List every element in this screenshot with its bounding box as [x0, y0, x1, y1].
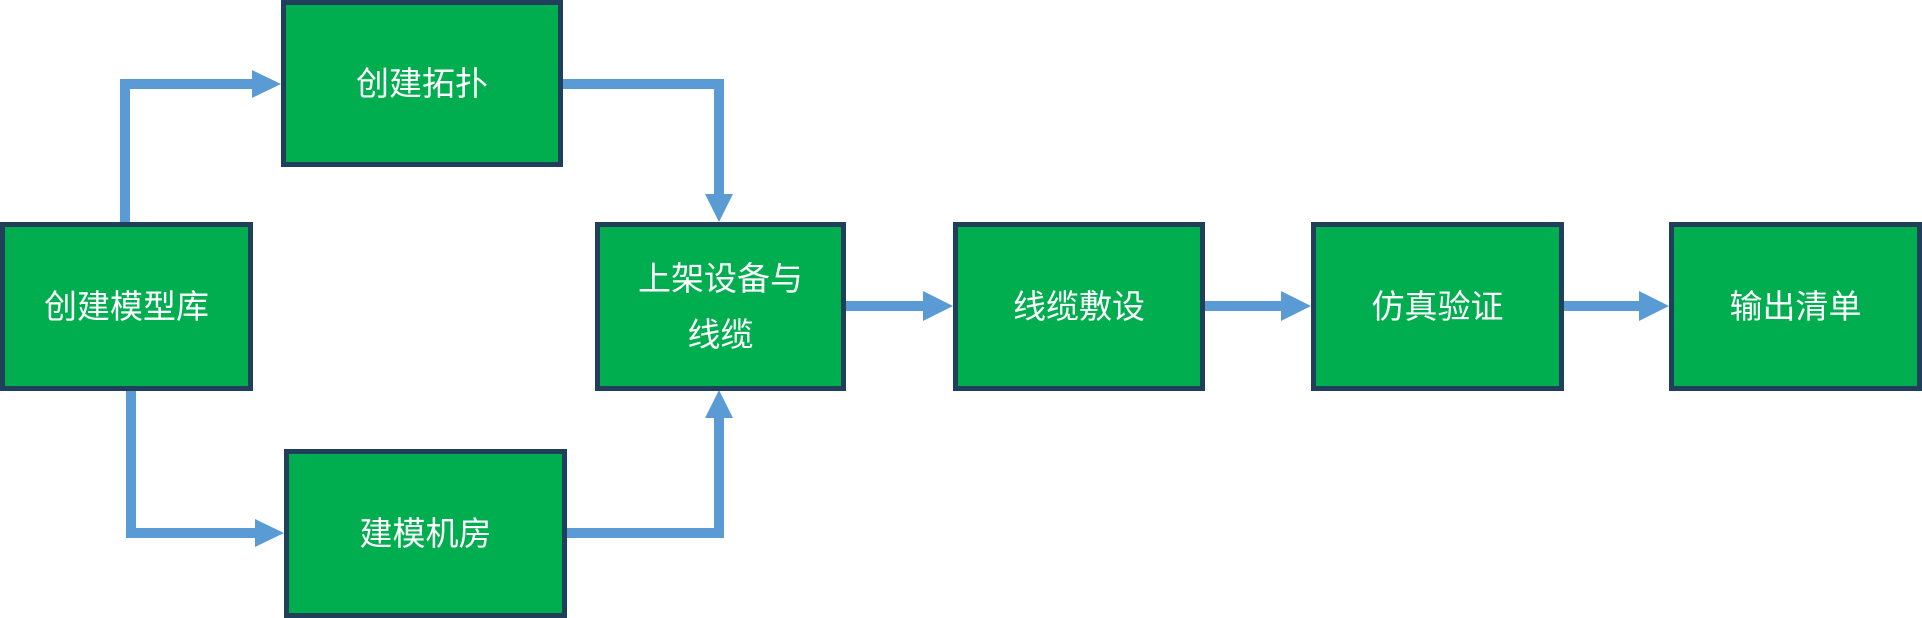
- node-label: 仿真验证: [1371, 286, 1504, 326]
- arrowhead-n5: [923, 291, 953, 321]
- node-model-machine-room[interactable]: 建模机房: [284, 449, 567, 618]
- edge-n3-n4: [566, 417, 724, 538]
- node-simulation-verification[interactable]: 仿真验证: [1311, 222, 1564, 391]
- node-create-model-library[interactable]: 创建模型库: [0, 222, 253, 391]
- edge-n2-n4: [562, 79, 724, 195]
- node-label: 创建拓扑: [356, 63, 488, 103]
- node-cable-routing[interactable]: 线缆敷设: [953, 222, 1205, 391]
- arrowhead-n4-bottom: [705, 390, 733, 418]
- node-rack-devices-and-cables[interactable]: 上架设备与线缆: [595, 222, 846, 391]
- arrowhead-n6: [1281, 291, 1311, 321]
- arrowhead-n2: [252, 70, 281, 98]
- arrowhead-n7: [1639, 291, 1669, 321]
- arrowhead-n3: [255, 519, 284, 547]
- node-label: 上架设备与线缆: [638, 258, 803, 354]
- node-label: 线缆敷设: [1013, 286, 1145, 326]
- arrowhead-n4-top: [705, 194, 733, 222]
- node-create-topology[interactable]: 创建拓扑: [281, 0, 563, 167]
- node-label: 建模机房: [359, 513, 492, 553]
- edge-n1-n3: [126, 390, 258, 538]
- node-label: 输出清单: [1729, 286, 1862, 326]
- edge-n1-n2: [120, 79, 255, 222]
- node-label: 创建模型库: [44, 286, 209, 326]
- node-output-list[interactable]: 输出清单: [1669, 222, 1922, 391]
